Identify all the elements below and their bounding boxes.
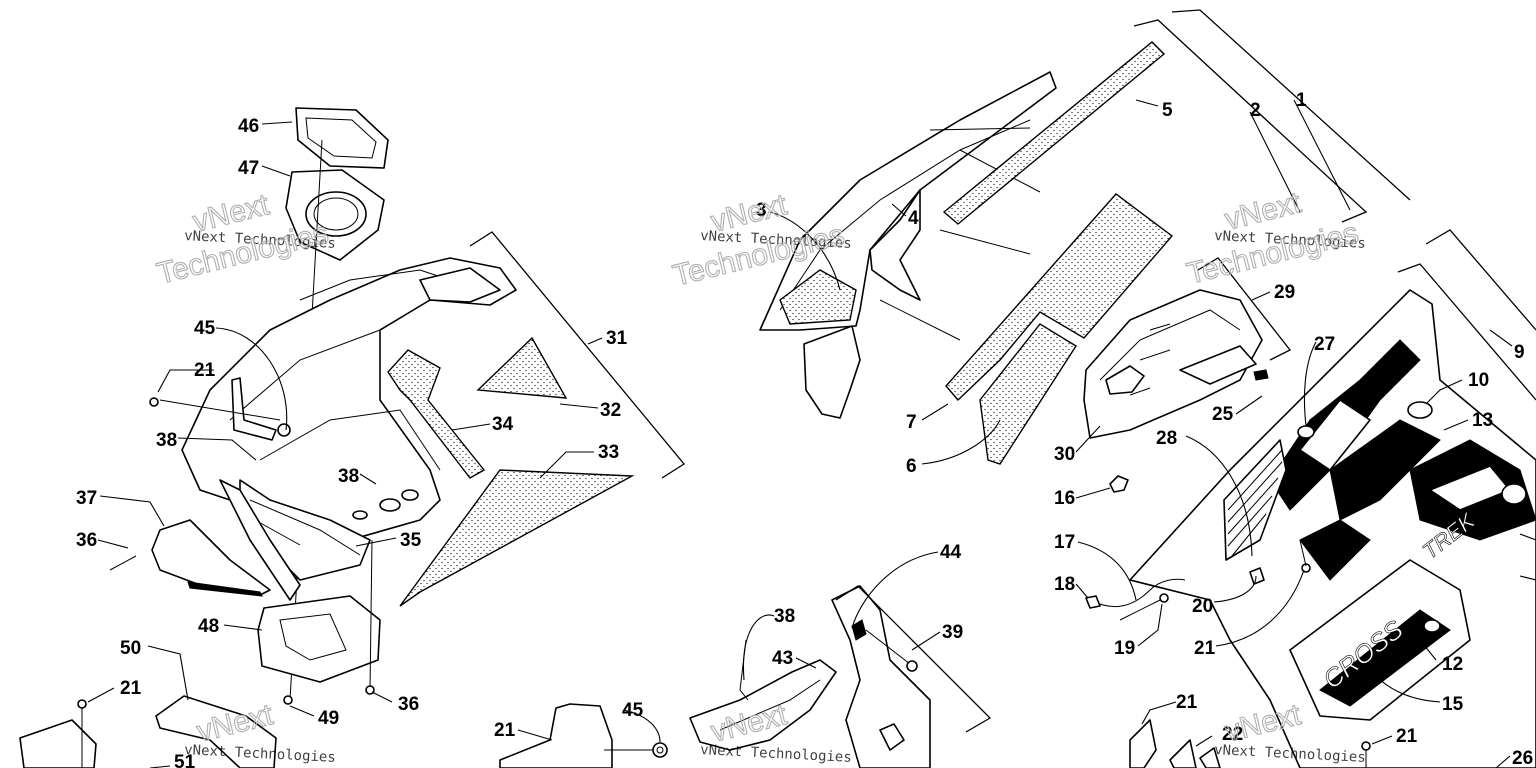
foam-pad-32 — [476, 336, 568, 399]
callout-50[interactable]: 50 — [120, 638, 141, 659]
watermark-3: vNext Technologies vNext Technologies — [1183, 186, 1366, 292]
foam-block-6 — [979, 323, 1077, 465]
callout-18[interactable]: 18 — [1054, 574, 1075, 595]
callout-37[interactable]: 37 — [76, 488, 97, 509]
callout-3[interactable]: 3 — [756, 200, 767, 221]
callout-38-a[interactable]: 38 — [156, 430, 177, 451]
bracket-50 — [155, 695, 277, 768]
left-leaders — [87, 121, 603, 768]
bracket-21-lower — [499, 703, 613, 768]
grommet-16 — [1109, 475, 1129, 493]
callout-9[interactable]: 9 — [1514, 342, 1525, 363]
watermark-word-2: Technologies — [1184, 216, 1362, 290]
lower-trim — [219, 479, 301, 601]
callout-17[interactable]: 17 — [1054, 532, 1075, 553]
watermark-company-text: vNext Technologies — [700, 228, 852, 252]
headlight-cover-29 — [1083, 289, 1263, 439]
callout-4[interactable]: 4 — [908, 208, 919, 229]
callout-30[interactable]: 30 — [1054, 444, 1075, 465]
foam-block-34 — [387, 349, 486, 479]
callout-46[interactable]: 46 — [238, 116, 259, 137]
callout-25[interactable]: 25 — [1212, 404, 1234, 425]
callout-31[interactable]: 31 — [606, 328, 628, 349]
callout-12[interactable]: 12 — [1442, 654, 1463, 675]
callout-22[interactable]: 22 — [1222, 724, 1243, 745]
callout-2[interactable]: 2 — [1250, 100, 1261, 121]
callout-44[interactable]: 44 — [940, 542, 962, 563]
callout-21-e[interactable]: 21 — [1176, 692, 1198, 713]
right-leaders — [1075, 329, 1536, 768]
hood-3 — [759, 71, 1057, 331]
callout-21-a[interactable]: 21 — [194, 360, 216, 381]
callout-5[interactable]: 5 — [1162, 100, 1173, 121]
callout-36-a[interactable]: 36 — [76, 530, 97, 551]
left-body-assembly — [19, 107, 685, 768]
trim-51 — [19, 719, 97, 768]
callout-32[interactable]: 32 — [600, 400, 621, 421]
callout-21-f[interactable]: 21 — [1396, 726, 1418, 747]
callout-43[interactable]: 43 — [772, 648, 793, 669]
callout-39[interactable]: 39 — [942, 622, 963, 643]
callout-47[interactable]: 47 — [238, 158, 259, 179]
callout-7[interactable]: 7 — [906, 412, 917, 433]
watermark-company-text: vNext Technologies — [184, 228, 336, 252]
callout-36-b[interactable]: 36 — [398, 694, 419, 715]
callout-27[interactable]: 27 — [1314, 334, 1335, 355]
center-leaders — [517, 99, 1351, 743]
foam-pad-33 — [399, 469, 635, 607]
foam-strip-5 — [942, 41, 1166, 225]
callout-labels: 1 2 3 4 5 6 7 9 10 12 13 15 16 17 18 19 … — [76, 90, 1533, 768]
callout-49[interactable]: 49 — [318, 708, 339, 729]
callout-1[interactable]: 1 — [1296, 90, 1307, 111]
callout-26[interactable]: 26 — [1512, 748, 1533, 768]
wire-harness-19 — [1119, 599, 1161, 621]
callout-38-b[interactable]: 38 — [338, 466, 359, 487]
watermark-company-text: vNext Technologies — [700, 742, 852, 766]
callout-35[interactable]: 35 — [400, 530, 422, 551]
callout-45-a[interactable]: 45 — [194, 318, 216, 339]
center-hood-assembly — [499, 9, 1411, 768]
callout-19[interactable]: 19 — [1114, 638, 1135, 659]
callout-15[interactable]: 15 — [1442, 694, 1464, 715]
callout-13[interactable]: 13 — [1472, 410, 1493, 431]
watermark-company-text: vNext Technologies — [184, 742, 336, 766]
callout-21-d[interactable]: 21 — [1194, 638, 1216, 659]
callout-10[interactable]: 10 — [1468, 370, 1489, 391]
mesh-grille-28 — [1223, 439, 1287, 561]
watermark-company-text: vNext Technologies — [1214, 228, 1366, 252]
callout-16[interactable]: 16 — [1054, 488, 1075, 509]
callout-28[interactable]: 28 — [1156, 428, 1177, 449]
side-panel-39 — [831, 585, 931, 768]
gasket-46 — [295, 107, 389, 169]
callout-20[interactable]: 20 — [1192, 596, 1213, 617]
callout-38-c[interactable]: 38 — [774, 606, 795, 627]
watermark-word-1: vNext — [1222, 186, 1305, 237]
skid-plate-48 — [257, 595, 381, 683]
callout-45-b[interactable]: 45 — [622, 700, 644, 721]
side-cover-4 — [803, 325, 861, 419]
watermark-company-text: vNext Technologies — [1214, 742, 1366, 766]
callout-21-b[interactable]: 21 — [120, 678, 142, 699]
callout-6[interactable]: 6 — [906, 456, 917, 477]
right-front-assembly: CROSS TREK 500 — [1085, 229, 1536, 768]
foam-block-7 — [945, 193, 1174, 402]
callout-33[interactable]: 33 — [598, 442, 619, 463]
callout-51[interactable]: 51 — [174, 752, 196, 768]
callout-34[interactable]: 34 — [492, 414, 514, 435]
callout-21-c[interactable]: 21 — [494, 720, 516, 741]
callout-48[interactable]: 48 — [198, 616, 219, 637]
callout-29[interactable]: 29 — [1274, 282, 1295, 303]
